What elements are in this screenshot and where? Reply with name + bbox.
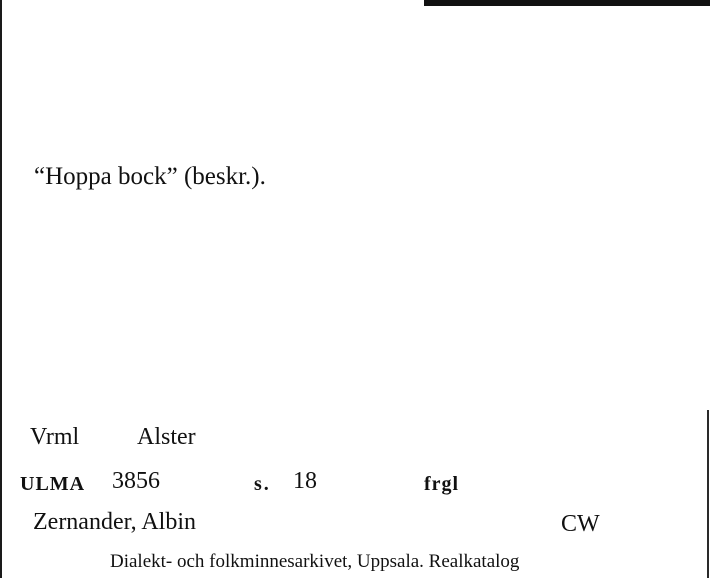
card-title: “Hoppa bock” (beskr.). — [34, 163, 266, 190]
page-number: 18 — [293, 468, 317, 494]
page-prefix: s. — [254, 473, 271, 495]
author-name: Zernander, Albin — [33, 509, 196, 535]
card-top-edge — [424, 0, 710, 6]
accession-number: 3856 — [112, 468, 160, 494]
card-left-edge — [0, 0, 2, 578]
archive-label: ULMA — [20, 473, 86, 495]
card-right-edge — [707, 410, 709, 578]
record-type: frgl — [424, 473, 460, 495]
region-label: Vrml — [30, 424, 80, 450]
genre-label: Alster — [137, 424, 196, 450]
cataloger-initials: CW — [561, 511, 600, 537]
archive-footer: Dialekt- och folkminnesarkivet, Uppsala.… — [110, 551, 520, 572]
